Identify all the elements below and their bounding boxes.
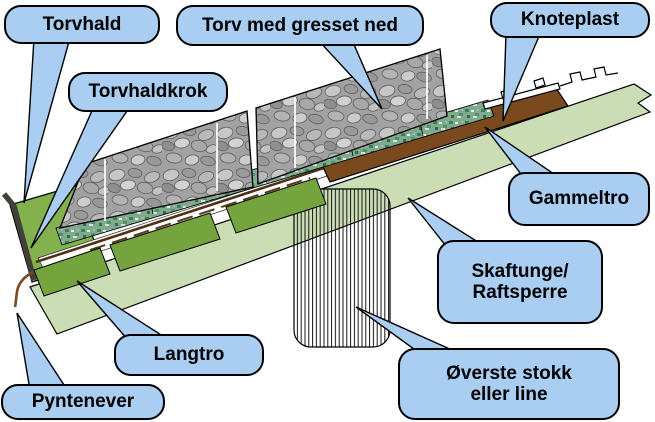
langtro-plank [109,212,221,272]
callout-torvhaldkrok: Torvhaldkrok [68,72,228,112]
callout-torvhald-label: Torvhald [42,13,122,35]
callout-langtro: Langtro [114,334,264,376]
callout-knoteplast-label: Knoteplast [520,9,620,31]
callout-torvhald: Torvhald [4,5,160,44]
callout-tail-skaftunge [407,197,481,247]
pyntenever-bark [13,270,35,308]
callout-knoteplast: Knoteplast [490,2,650,38]
callout-gammeltro-label: Gammeltro [528,188,630,210]
callout-skaftunge-line2: Raftsperre [472,282,568,303]
callout-skaftunge-line1: Skaftunge/ [471,260,569,282]
callout-torvhaldkrok-label: Torvhaldkrok [88,81,208,103]
callout-gammeltro: Gammeltro [508,172,650,226]
callout-torv-med-gresset-ned-label: Torv med gresset ned [201,14,399,36]
callout-overste-stokk-line2: eller line [470,384,548,405]
callout-overste-stokk-line1: Øverste stokk [446,362,572,384]
overste-stokk-log [293,188,391,348]
langtro-plank [33,247,111,297]
turf-block-right [255,48,448,185]
turf-seams [104,55,428,221]
torvhaldkrok-hook [1,192,37,281]
bark-line-2 [89,177,311,251]
langtro-plank [225,177,327,234]
turf-block-left [58,110,254,229]
callout-langtro-label: Langtro [153,344,225,366]
callout-pyntenever: Pyntenever [1,384,165,420]
callout-pyntenever-label: Pyntenever [31,391,135,413]
bark-line-1 [35,164,331,264]
callout-skaftunge-raftsperre: Skaftunge/ Raftsperre [437,240,603,324]
callout-overste-stokk: Øverste stokk eller line [398,348,620,420]
callout-torv-med-gresset-ned: Torv med gresset ned [176,5,424,46]
